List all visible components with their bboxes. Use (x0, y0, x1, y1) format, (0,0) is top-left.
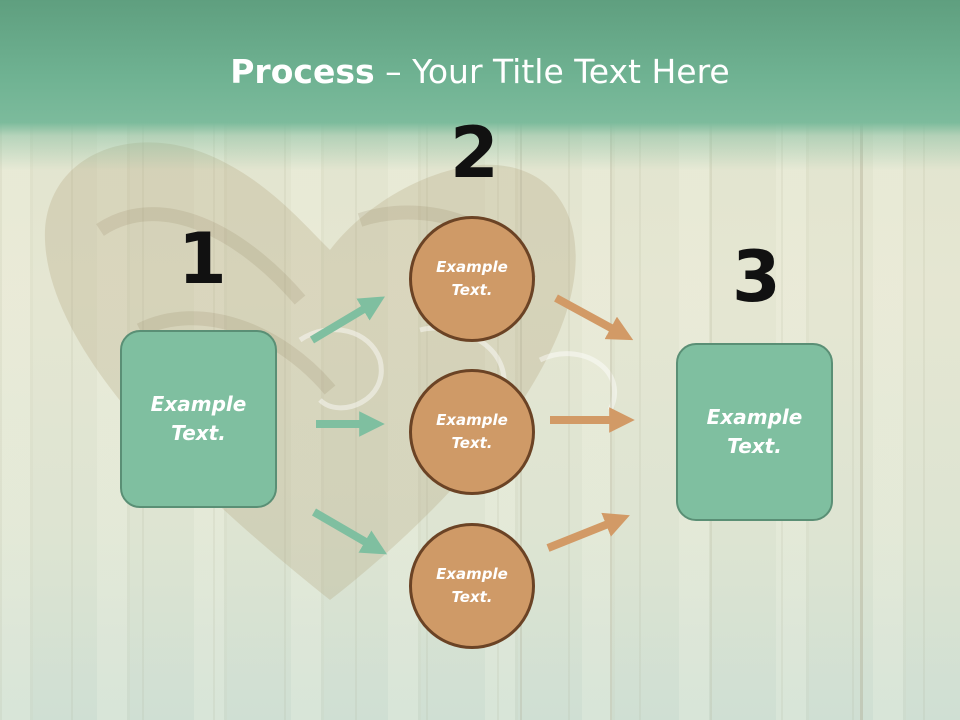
step-3-box[interactable]: Example Text. (676, 343, 833, 521)
step-3-text: Example Text. (706, 405, 803, 458)
title-rest-part: – Your Title Text Here (374, 52, 730, 91)
step-1-box[interactable]: Example Text. (120, 330, 277, 508)
arrow-2-to-3-top (554, 294, 634, 341)
step-1-text: Example Text. (150, 392, 247, 445)
arrow-2-to-3-bottom (546, 512, 630, 552)
step-2-circle-bottom-text: Example Text. (436, 564, 508, 606)
step-number-1: 1 (178, 218, 227, 300)
step-2-circle-top-text: Example Text. (436, 257, 508, 299)
step-2-circle-middle-text: Example Text. (436, 410, 508, 452)
step-2-circle-middle[interactable]: Example Text. (409, 369, 535, 495)
title-bold-part: Process (230, 52, 375, 91)
arrow-1-to-2-top (309, 296, 385, 344)
step-number-2: 2 (450, 112, 499, 194)
step-2-circle-bottom[interactable]: Example Text. (409, 523, 535, 649)
step-number-3: 3 (732, 236, 781, 318)
arrow-1-to-2-bottom (311, 508, 388, 555)
step-2-circle-top[interactable]: Example Text. (409, 216, 535, 342)
title-banner (0, 0, 960, 170)
slide-title[interactable]: Process – Your Title Text Here (0, 52, 960, 91)
